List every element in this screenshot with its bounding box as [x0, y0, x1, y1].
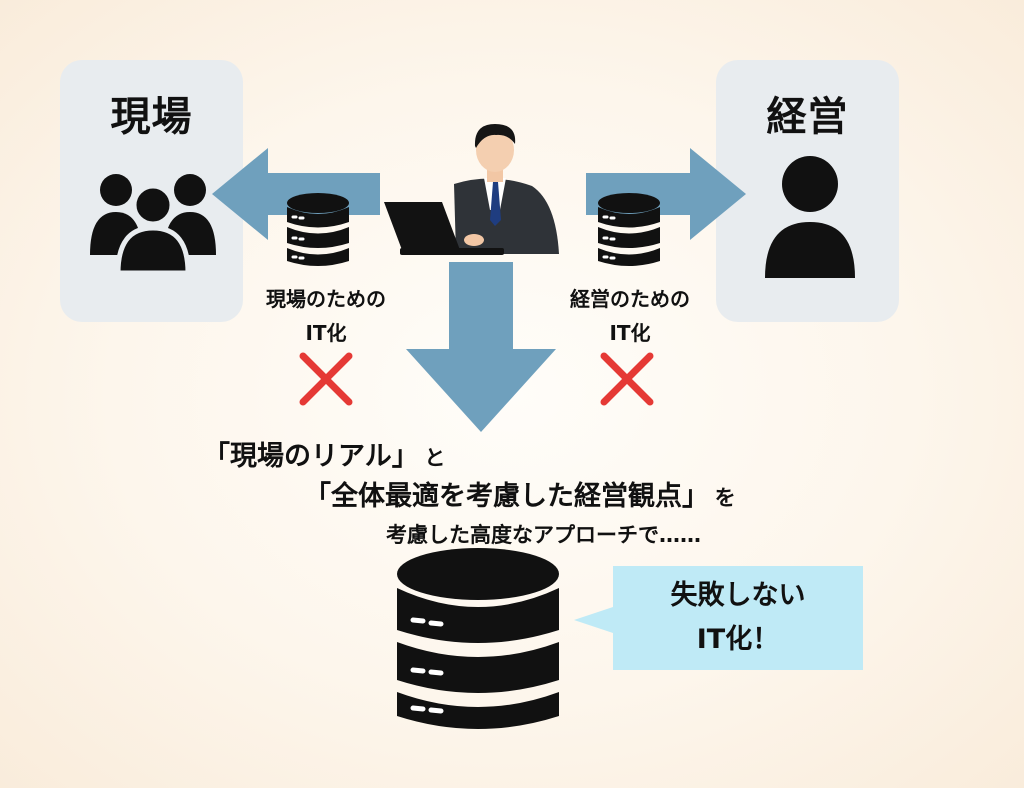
callout-line2: IT化！ [696, 624, 780, 655]
person-icon [765, 156, 855, 278]
genba-panel: 現場 [60, 60, 243, 322]
keiei-title: 経営 [766, 94, 849, 140]
group-icon [90, 174, 216, 275]
message-line1: 「現場のリアル」 と [203, 434, 445, 473]
genba-it-caption: 現場のための IT化 [236, 282, 416, 350]
message-line2: 「全体最適を考慮した経営観点」 を [304, 474, 736, 513]
callout-box: 失敗しない IT化！ [613, 566, 863, 670]
genba-title: 現場 [110, 94, 193, 140]
right-arrow [586, 148, 746, 240]
cross-icon-left [299, 352, 353, 406]
keiei-panel: 経営 [716, 60, 899, 322]
businessman-laptop-icon [384, 124, 559, 255]
keiei-caption-line1: 経営のための [570, 287, 690, 311]
message-line3: 考慮した高度なアプローチで…… [386, 523, 701, 547]
down-arrow [406, 262, 556, 432]
callout-line1: 失敗しない [670, 580, 806, 611]
callout-pointer [574, 606, 616, 634]
message-line2-particle: を [714, 486, 736, 510]
genba-caption-line2: IT化 [305, 321, 347, 345]
message-line1-particle: と [424, 446, 446, 470]
cross-icon-right [600, 352, 654, 406]
keiei-caption-line2: IT化 [609, 321, 651, 345]
message-line1-quote: 「現場のリアル」 [203, 441, 419, 472]
left-arrow [212, 148, 380, 240]
database-icon-right [598, 193, 660, 266]
genba-caption-line1: 現場のための [266, 287, 386, 311]
database-icon-left [287, 193, 349, 266]
database-icon-large [397, 548, 559, 729]
message-line2-quote: 「全体最適を考慮した経営観点」 [304, 481, 709, 512]
keiei-it-caption: 経営のための IT化 [540, 282, 720, 350]
